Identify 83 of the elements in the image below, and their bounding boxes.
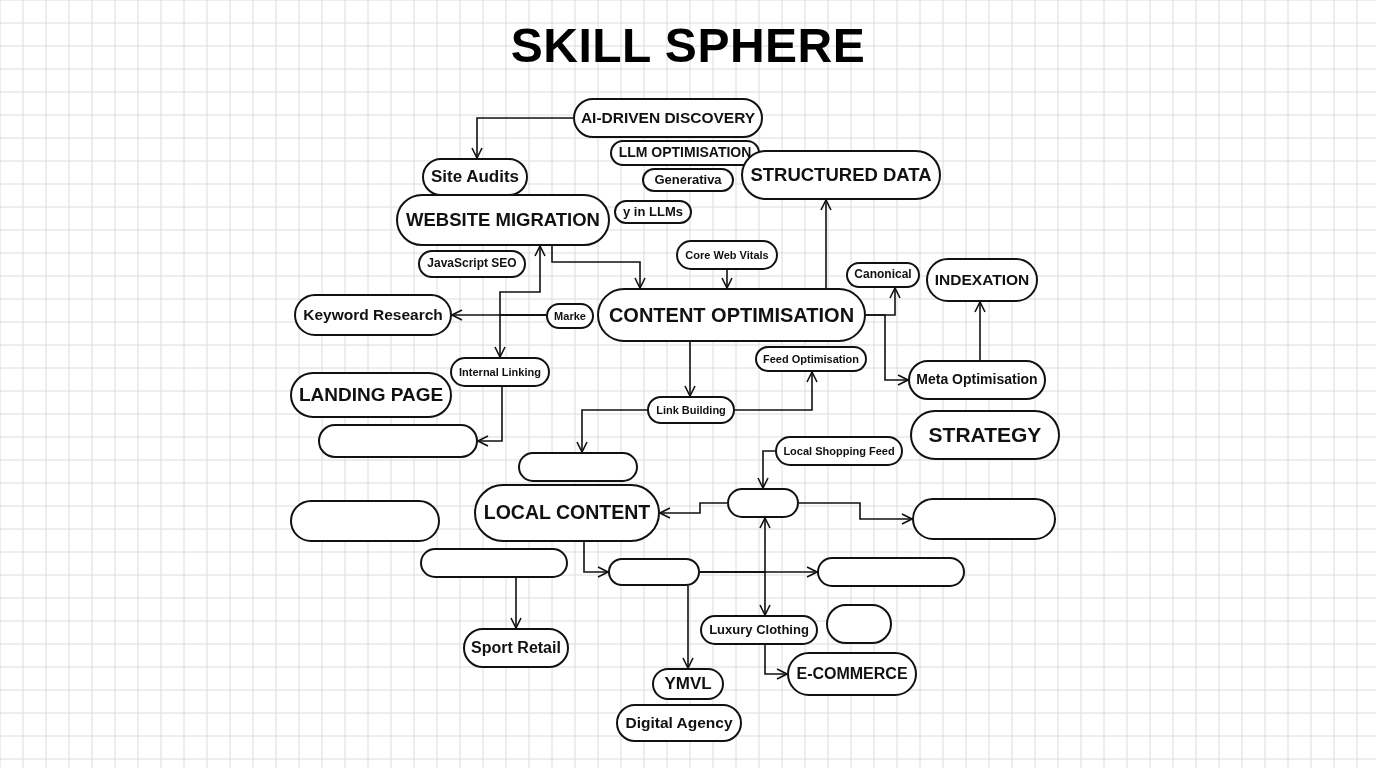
arrow [721, 269, 733, 289]
skill-pill [787, 652, 917, 696]
arrow [551, 245, 646, 289]
arrow [583, 541, 609, 578]
skill-pill [616, 704, 742, 742]
skill-label: STRATEGY [928, 423, 1042, 447]
skill-label: LOCAL CONTENT [483, 502, 651, 524]
skill-label: Local Shopping Feed [783, 444, 895, 458]
diagram-title: SKILL SPHERE [510, 19, 866, 72]
skill-label: INDEXATION [934, 271, 1030, 289]
skill-pill [294, 294, 452, 336]
skill-pill [775, 436, 903, 466]
arrow [682, 585, 694, 669]
skill-label: YMVL [664, 674, 712, 694]
skill-pill [474, 484, 660, 542]
arrow [820, 199, 832, 289]
skill-label: LLM OPTIMISATION [618, 145, 752, 161]
skill-pill [463, 628, 569, 668]
skill-pill [610, 140, 760, 166]
arrow [494, 314, 547, 358]
arrow [510, 577, 522, 629]
arrow [576, 409, 648, 453]
arrow [477, 386, 503, 447]
skill-label: Internal Linking [459, 365, 541, 379]
arrow [699, 571, 771, 616]
skill-label: Site Audits [430, 167, 520, 187]
skill-label: E-COMMERCE [796, 665, 908, 683]
skill-pill [910, 410, 1060, 460]
empty-pill [518, 452, 638, 482]
arrow [757, 450, 776, 489]
arrow [974, 301, 986, 361]
skill-label: Meta Optimisation [916, 372, 1038, 388]
skill-label: Sport Retail [471, 639, 561, 657]
skill-pill [926, 258, 1038, 302]
skill-pill [573, 98, 763, 138]
skill-pill [597, 288, 866, 342]
skill-label: AI-DRIVEN DISCOVERY [580, 109, 756, 127]
skill-label: Core Web Vitals [685, 248, 769, 262]
skill-label: Digital Agency [625, 714, 733, 732]
empty-pill [318, 424, 478, 458]
skill-label: Feed Optimisation [763, 352, 859, 366]
empty-pill [290, 500, 440, 542]
empty-pill [912, 498, 1056, 540]
skill-pill [450, 357, 550, 387]
skill-pill [700, 615, 818, 645]
skill-pill [908, 360, 1046, 400]
arrow [659, 502, 728, 519]
empty-pill [826, 604, 892, 644]
empty-pill [727, 488, 799, 518]
skill-label: LANDING PAGE [298, 384, 444, 406]
arrow [471, 117, 574, 159]
skill-pill [422, 158, 528, 196]
empty-pill [608, 558, 700, 586]
skill-pill [846, 262, 920, 288]
arrow [734, 371, 818, 411]
skill-pill [647, 396, 735, 424]
skill-label: y in LLMs [623, 204, 683, 220]
skill-label: Link Building [656, 403, 726, 417]
arrow [865, 314, 909, 386]
arrow [798, 502, 913, 525]
skill-label: CONTENT OPTIMISATION [608, 304, 855, 326]
arrow [499, 245, 547, 316]
skill-pill [418, 250, 526, 278]
skill-label: STRUCTURED DATA [750, 164, 932, 186]
skill-label: WEBSITE MIGRATION [406, 209, 600, 231]
skill-pill [614, 200, 692, 224]
skill-pill [676, 240, 778, 270]
arrow [684, 341, 696, 397]
arrow [764, 644, 788, 680]
empty-pill [817, 557, 965, 587]
skill-pill [396, 194, 610, 246]
skill-pill [290, 372, 452, 418]
skill-label: Luxury Clothing [709, 622, 809, 638]
skill-label: Keyword Research [303, 306, 443, 324]
skill-label: JavaScript SEO [427, 257, 517, 271]
skill-pill [546, 303, 594, 329]
skill-pill [652, 668, 724, 700]
empty-pill [420, 548, 568, 578]
skill-label: Generativa [654, 172, 722, 188]
skill-label: Marke [554, 309, 586, 323]
skill-label: Canonical [854, 268, 912, 282]
skill-pill [642, 168, 734, 192]
skill-pill [755, 346, 867, 372]
